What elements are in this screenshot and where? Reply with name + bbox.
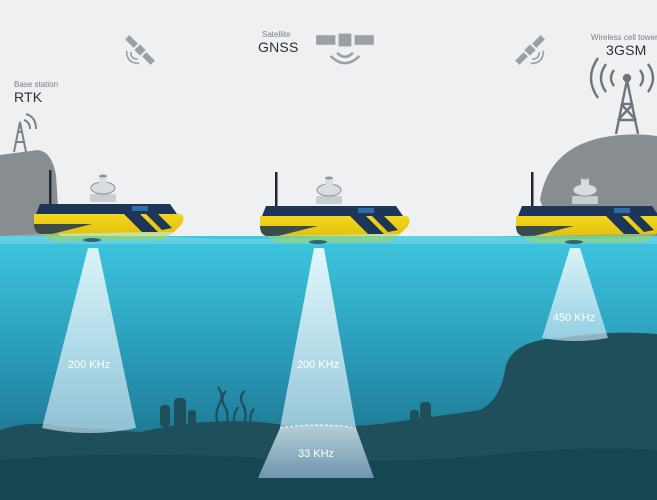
- antenna-icon: [13, 113, 37, 153]
- beam-right-frequency: 450 KHz: [552, 312, 596, 324]
- satellite-caption: Satellite: [262, 30, 291, 39]
- seabed-stones: [160, 398, 431, 430]
- cell-tower-name: 3GSM: [606, 42, 647, 58]
- seaweed-icon: [215, 386, 255, 426]
- sonar-beam-middle-upper: [280, 248, 356, 428]
- sonar-beam-right: [542, 248, 608, 341]
- beam-middle-upper-frequency: 200 KHz: [296, 359, 340, 371]
- base-station-name: RTK: [14, 89, 43, 105]
- cell-tower-caption: Wireless cell tower: [591, 33, 657, 42]
- satellite-name: GNSS: [258, 39, 299, 55]
- sonar-beam-middle-lower: [258, 425, 374, 478]
- sonar-beam-left: [42, 248, 136, 433]
- cell-tower-icon: [589, 57, 655, 135]
- beam-middle-lower-frequency: 33 KHz: [297, 448, 335, 460]
- base-station-caption: Base station: [14, 80, 59, 89]
- beam-left-frequency: 200 KHz: [67, 359, 111, 371]
